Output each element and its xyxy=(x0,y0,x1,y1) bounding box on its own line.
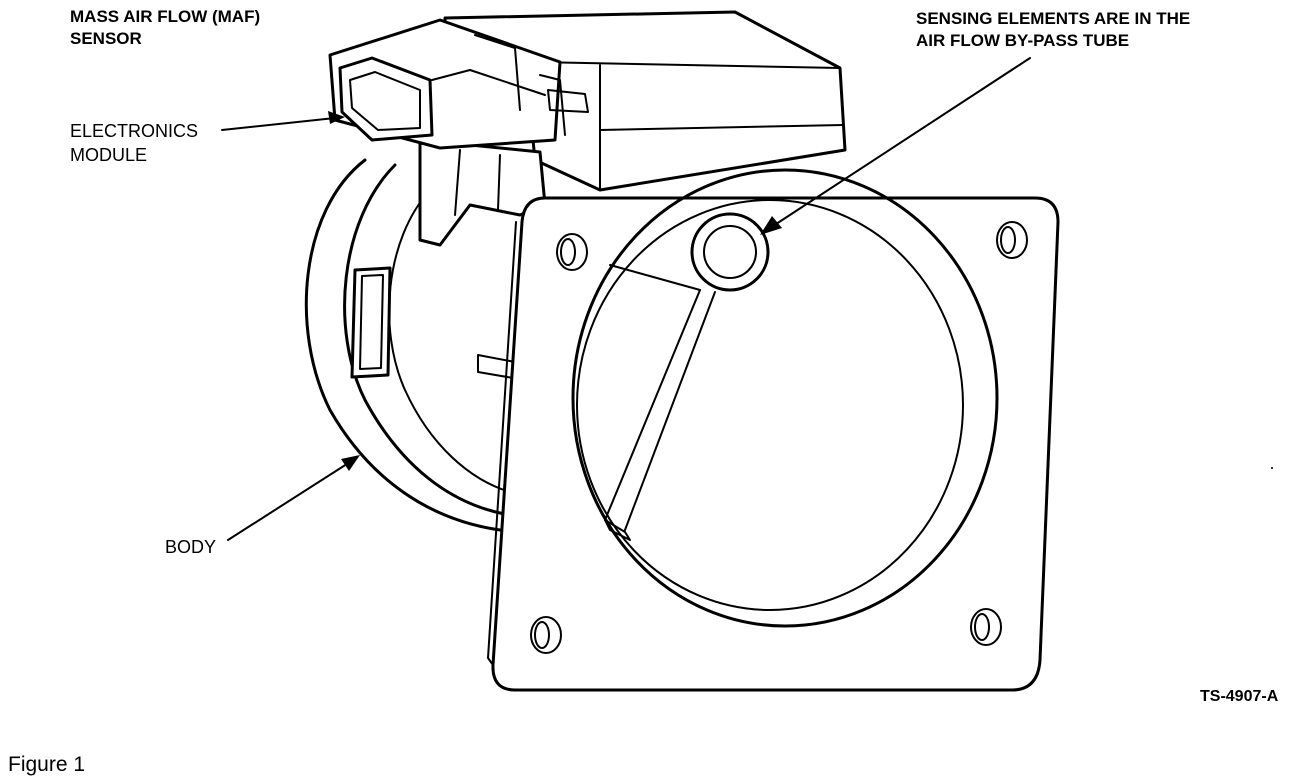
electronics-label-line1: ELECTRONICS xyxy=(70,121,199,141)
sensor-body xyxy=(304,158,516,532)
maf-sensor-label: MASS AIR FLOW (MAF) SENSOR xyxy=(70,6,260,50)
electronics-module-label: ELECTRONICS MODULE xyxy=(70,119,198,167)
leader-arrows xyxy=(221,57,1031,541)
maf-label-line1: MASS AIR FLOW (MAF) xyxy=(70,7,261,26)
sensing-label-line1: SENSING ELEMENTS ARE IN THE xyxy=(916,9,1191,28)
air-bore xyxy=(571,168,999,628)
speck xyxy=(1271,467,1273,469)
sensing-elements-label: SENSING ELEMENTS ARE IN THE AIR FLOW BY-… xyxy=(916,8,1190,52)
body-label: BODY xyxy=(165,537,217,557)
electronics-leader xyxy=(221,117,336,131)
electronics-arrowhead xyxy=(328,111,345,124)
mounting-flange xyxy=(487,196,1060,692)
sensing-label-line2: AIR FLOW BY-PASS TUBE xyxy=(916,31,1130,50)
sensing-leader xyxy=(769,57,1031,229)
body-arrowhead xyxy=(341,455,360,471)
maf-label-line2: SENSOR xyxy=(70,29,142,48)
body-leader xyxy=(227,461,351,541)
bypass-tube xyxy=(690,212,770,292)
sensing-arrowhead xyxy=(760,216,782,235)
figure-caption: Figure 1 xyxy=(8,753,86,776)
figure-code: TS-4907-A xyxy=(1200,688,1279,705)
electronics-label-line2: MODULE xyxy=(70,145,148,165)
